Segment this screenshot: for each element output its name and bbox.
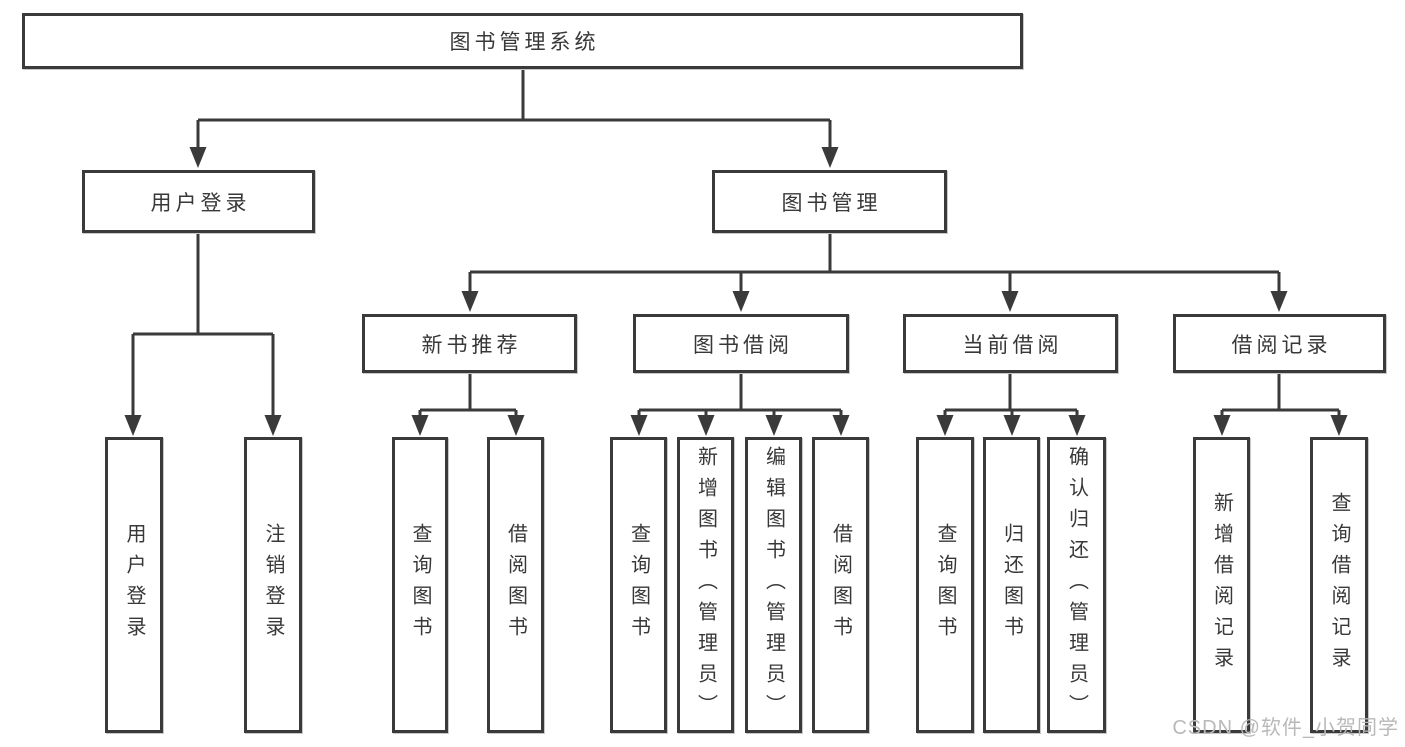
node-book-management: 图书管理 bbox=[712, 170, 947, 233]
node-label: 查询图书 bbox=[409, 523, 431, 647]
node-label: 用户登录 bbox=[150, 191, 251, 215]
node-label: 借阅记录 bbox=[1231, 333, 1332, 357]
node-label: 图书管理系统 bbox=[449, 31, 600, 54]
node-library-system: 图书管理系统 bbox=[22, 13, 1023, 69]
node-label: 新书推荐 bbox=[421, 333, 522, 357]
leaf-return-books: 归还图书 bbox=[983, 437, 1040, 733]
node-label: 注销登录 bbox=[262, 523, 284, 647]
leaf-query-books-borrowing: 查询图书 bbox=[610, 437, 667, 733]
node-label: 用户登录 bbox=[123, 523, 145, 647]
csdn-watermark: CSDN @软件_小贺同学 bbox=[1172, 717, 1399, 739]
node-label: 编辑图书（管理员） bbox=[762, 445, 785, 725]
node-label: 确认归还（管理员） bbox=[1065, 445, 1088, 725]
node-current-borrowing: 当前借阅 bbox=[903, 314, 1118, 373]
leaf-confirm-return-admin: 确认归还（管理员） bbox=[1047, 437, 1106, 733]
leaf-borrow-books: 借阅图书 bbox=[812, 437, 869, 733]
leaf-query-borrow-record: 查询借阅记录 bbox=[1310, 437, 1368, 733]
node-label: 查询图书 bbox=[934, 523, 956, 647]
node-label: 图书借阅 bbox=[693, 333, 793, 357]
leaf-add-borrow-record: 新增借阅记录 bbox=[1193, 437, 1250, 733]
node-label: 图书管理 bbox=[781, 191, 882, 215]
node-borrowing-records: 借阅记录 bbox=[1173, 314, 1386, 373]
node-new-book-recommend: 新书推荐 bbox=[362, 314, 577, 373]
node-label: 当前借阅 bbox=[962, 333, 1063, 357]
leaf-edit-book-admin: 编辑图书（管理员） bbox=[745, 437, 802, 733]
node-label: 借阅图书 bbox=[504, 523, 527, 647]
node-label: 新增借阅记录 bbox=[1210, 492, 1233, 678]
node-label: 新增图书（管理员） bbox=[694, 445, 717, 725]
leaf-add-book-admin: 新增图书（管理员） bbox=[677, 437, 734, 733]
leaf-user-login: 用户登录 bbox=[105, 437, 163, 733]
leaf-query-books-current: 查询图书 bbox=[916, 437, 974, 733]
node-label: 借阅图书 bbox=[829, 523, 852, 647]
leaf-borrow-books-recommend: 借阅图书 bbox=[487, 437, 544, 733]
node-label: 查询借阅记录 bbox=[1328, 492, 1350, 678]
leaf-logout: 注销登录 bbox=[244, 437, 302, 733]
node-book-borrowing: 图书借阅 bbox=[633, 314, 849, 373]
node-label: 查询图书 bbox=[627, 523, 650, 647]
leaf-query-books-recommend: 查询图书 bbox=[392, 437, 448, 733]
node-label: 归还图书 bbox=[1000, 523, 1023, 647]
node-user-login: 用户登录 bbox=[82, 170, 315, 233]
